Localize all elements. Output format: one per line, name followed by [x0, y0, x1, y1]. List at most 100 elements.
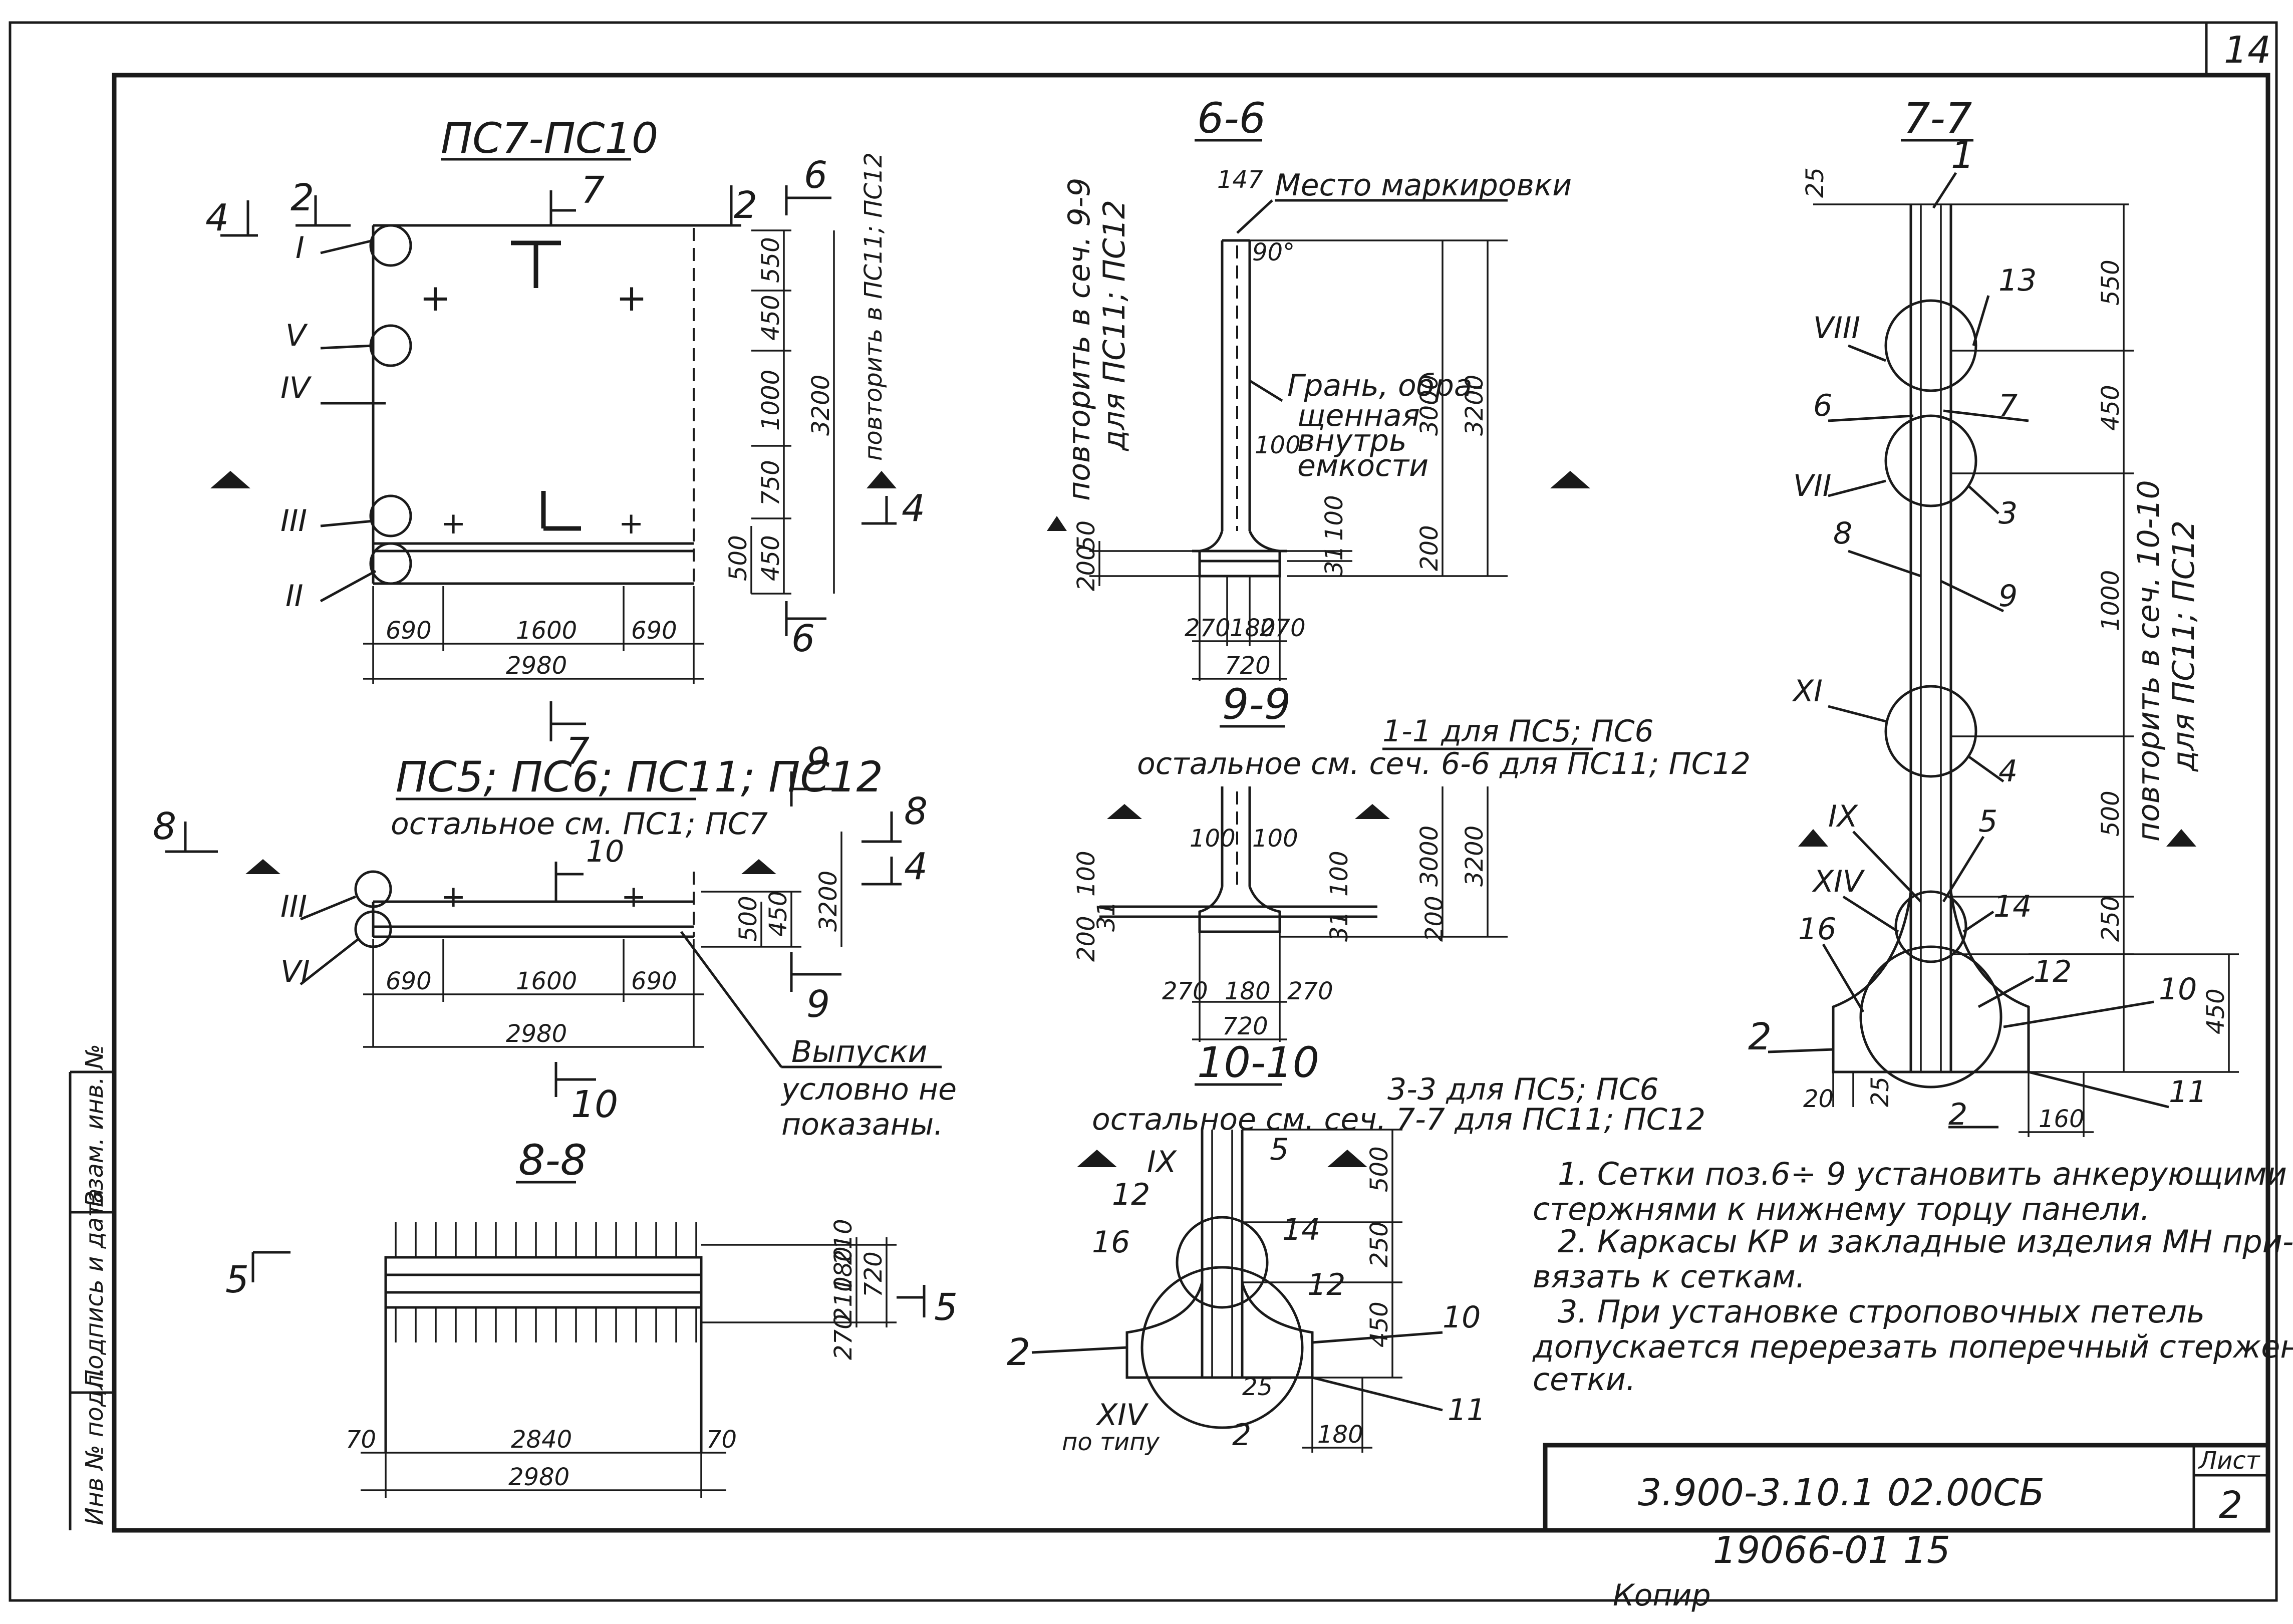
svg-text:+: +: [441, 506, 466, 541]
svg-text:10: 10: [586, 834, 624, 869]
svg-text:450: 450: [757, 295, 785, 341]
svg-text:1-1 для ПС5; ПС6: 1-1 для ПС5; ПС6: [1382, 714, 1654, 749]
copy-label: Копир: [1613, 1578, 1711, 1613]
svg-text:3200: 3200: [1461, 826, 1489, 887]
svg-text:8-8: 8-8: [518, 1136, 587, 1185]
outer-frame: [9, 21, 2278, 1602]
svg-text:690: 690: [631, 967, 677, 995]
svg-text:6: 6: [804, 154, 827, 197]
node-I: I: [296, 230, 305, 265]
section-9-9: 9-9 1-1 для ПС5; ПС6 остальное см. сеч. …: [1072, 680, 1751, 1042]
rebar-ticks-top: [395, 1222, 697, 1257]
svg-text:270: 270: [1185, 614, 1231, 642]
svg-text:7: 7: [566, 730, 590, 773]
svg-text:13: 13: [1998, 263, 2037, 298]
svg-text:9: 9: [806, 983, 830, 1026]
svg-text:9: 9: [1998, 579, 2018, 614]
svg-text:3. При установке строповочных: 3. При установке строповочных петель: [1558, 1293, 2205, 1330]
svg-text:2980: 2980: [506, 652, 567, 680]
svg-text:4: 4: [902, 487, 925, 530]
svg-text:1600: 1600: [516, 617, 577, 645]
svg-text:Место маркировки: Место маркировки: [1275, 168, 1572, 203]
svg-text:25: 25: [1242, 1373, 1273, 1401]
svg-text:3: 3: [1998, 496, 2018, 531]
svg-text:внутрь: внутрь: [1297, 423, 1407, 458]
svg-text:180: 180: [1225, 977, 1271, 1005]
svg-text:7-7: 7-7: [1903, 94, 1972, 143]
title-block: Лист 2 3.900-3.10.1 02.00СБ: [1543, 1443, 2270, 1533]
svg-text:IX: IX: [1828, 799, 1859, 834]
node-III: III: [280, 503, 307, 538]
svg-text:100: 100: [1255, 431, 1301, 459]
svg-text:720: 720: [1222, 1012, 1268, 1040]
svg-text:690: 690: [386, 617, 432, 645]
svg-text:XIV: XIV: [1812, 864, 1865, 899]
svg-text:100: 100: [1072, 851, 1100, 897]
svg-text:500: 500: [1365, 1146, 1393, 1192]
svg-text:100: 100: [1325, 851, 1353, 897]
svg-text:147: 147: [1217, 166, 1263, 194]
svg-text:250: 250: [2097, 896, 2125, 942]
svg-text:VI: VI: [280, 954, 310, 989]
svg-text:1000: 1000: [757, 370, 785, 431]
view-title: ПС7-ПС10: [441, 114, 658, 163]
svg-text:25: 25: [1801, 167, 1829, 198]
svg-text:3000: 3000: [1415, 826, 1444, 887]
svg-text:500: 500: [724, 535, 752, 581]
svg-text:450: 450: [1365, 1301, 1393, 1347]
page-number: 14: [2224, 29, 2271, 72]
drawing-code: 3.900-3.10.1 02.00СБ: [1638, 1471, 2045, 1514]
svg-text:12: 12: [1307, 1267, 1345, 1302]
svg-text:щенная: щенная: [1297, 398, 1420, 433]
svg-text:10: 10: [571, 1083, 618, 1126]
svg-text:250: 250: [1365, 1221, 1393, 1267]
svg-text:180: 180: [1230, 614, 1276, 642]
rebar-ticks-bottom: [395, 1307, 697, 1342]
view-pc5-pc12: ПС5; ПС6; ПС11; ПС12 остальное см. ПС1; …: [153, 740, 957, 1142]
svg-text:4: 4: [205, 196, 229, 239]
svg-text:20: 20: [1803, 1085, 1834, 1113]
svg-text:показаны.: показаны.: [781, 1107, 943, 1142]
section-7-7: 7-7 25 1 VIII 13 6 7 VII 3 8 9 XI 4: [1748, 94, 2239, 1137]
svg-text:остальное см. сеч. 7-7 для ПС1: остальное см. сеч. 7-7 для ПС11; ПС12: [1092, 1102, 1705, 1137]
svg-text:270: 270: [1260, 614, 1306, 642]
svg-text:Взам. инв. №: Взам. инв. №: [81, 1044, 109, 1207]
svg-text:100: 100: [1190, 825, 1236, 853]
svg-text:1. Сетки поз.6÷ 9 установить а: 1. Сетки поз.6÷ 9 установить анкерующими: [1558, 1156, 2287, 1192]
svg-text:550: 550: [757, 237, 785, 283]
svg-text:9-9: 9-9: [1222, 680, 1291, 729]
svg-text:Грань, обра-: Грань, обра-: [1287, 368, 1483, 403]
svg-text:270: 270: [829, 1314, 857, 1360]
svg-text:6-6: 6-6: [1197, 94, 1266, 143]
svg-text:2: 2: [291, 176, 314, 219]
inner-frame: [112, 73, 2270, 1533]
node-IV: IV: [280, 371, 312, 406]
svg-text:450: 450: [2202, 988, 2230, 1034]
section-8-8: 8-8 5 5: [225, 1136, 958, 1498]
svg-text:25: 25: [1866, 1076, 1894, 1107]
svg-text:210: 210: [829, 1276, 857, 1322]
svg-text:3200: 3200: [1461, 375, 1489, 436]
svg-text:50: 50: [1072, 520, 1100, 551]
svg-text:16: 16: [1798, 912, 1836, 947]
sheet-label: Лист: [2198, 1447, 2261, 1475]
svg-text:270: 270: [1287, 977, 1333, 1005]
svg-text:9: 9: [806, 740, 830, 783]
svg-text:200: 200: [1420, 896, 1449, 942]
svg-text:3000: 3000: [1415, 375, 1444, 436]
svg-text:стержнями к нижнему торцу пане: стержнями к нижнему торцу панели.: [1533, 1191, 2150, 1227]
view-subtitle: остальное см. ПС1; ПС7: [391, 806, 768, 842]
svg-text:14: 14: [1282, 1212, 1320, 1247]
svg-text:Подпись и дата: Подпись и дата: [81, 1188, 109, 1388]
svg-text:для ПС11; ПС12: для ПС11; ПС12: [2166, 520, 2201, 772]
svg-text:IX: IX: [1147, 1145, 1178, 1180]
svg-text:5: 5: [1270, 1132, 1289, 1167]
svg-text:200: 200: [1072, 545, 1100, 591]
svg-text:+: +: [616, 277, 647, 320]
view-pc7-pc10: ПС7-ПС10 + + + + I V IV III II 4: [205, 114, 925, 773]
svg-text:8: 8: [904, 790, 928, 833]
svg-text:10: 10: [2159, 972, 2197, 1007]
svg-text:450: 450: [2097, 385, 2125, 431]
svg-text:повторить в сеч. 9-9: повторить в сеч. 9-9: [1062, 178, 1097, 501]
svg-text:11: 11: [2169, 1074, 2207, 1110]
